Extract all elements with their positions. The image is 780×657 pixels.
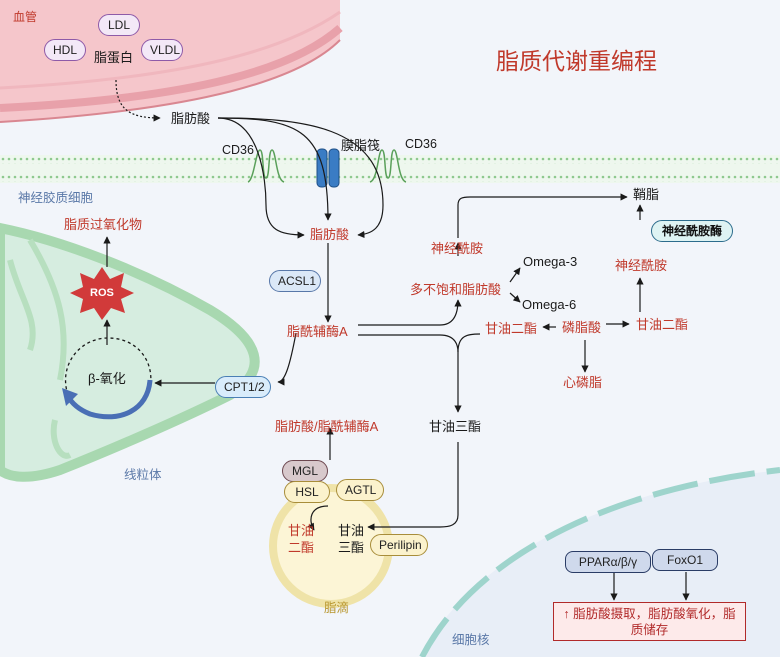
outcome-box: ↑ 脂肪酸摄取，脂肪酸氧化，脂质储存	[553, 602, 746, 641]
droplet-dag: 甘油二酯	[288, 523, 315, 555]
omega3-node: Omega-3	[523, 254, 578, 269]
foxo1-factor: FoxO1	[652, 549, 718, 571]
droplet-dag-1: 甘油二酯	[288, 522, 316, 556]
ceramide-node: 神经酰胺	[615, 258, 668, 273]
acyl-coa: 脂酰辅酶A	[287, 324, 348, 339]
mgl-enzyme: MGL	[282, 460, 328, 482]
glia-label: 神经胶质细胞	[18, 191, 94, 205]
beta-oxidation-cycle	[62, 337, 153, 420]
pathway-arrows	[103, 79, 690, 601]
cd36-left-label: CD36	[222, 143, 254, 157]
lipid-raft-label: 膜脂筏	[341, 138, 381, 153]
fatty-acid-blood: 脂肪酸	[171, 111, 211, 126]
sphingolipid-node: 鞘脂	[633, 187, 660, 202]
ldl-pill: LDL	[98, 14, 140, 36]
cd36-right-shape	[369, 149, 407, 183]
ppar-factor: PPARα/β/γ	[565, 551, 651, 573]
hsl-enzyme: HSL	[284, 481, 330, 503]
pa-node: 磷脂酸	[562, 320, 602, 335]
droplet-tag: 甘油三酯	[338, 523, 365, 555]
fatty-acid-cell: 脂肪酸	[310, 227, 350, 242]
dag-node-2: 甘油二酯	[636, 317, 689, 332]
droplet-tag-1: 甘油三酯	[338, 522, 366, 556]
fatty-acid-acyl-coa: 脂肪酸/脂酰辅酶A	[275, 419, 379, 434]
acsl1-enzyme: ACSL1	[269, 270, 321, 292]
mitochondria-label: 线粒体	[124, 468, 162, 482]
agtl-enzyme: AGTL	[336, 479, 384, 501]
beta-oxidation-label: β-氧化	[88, 371, 126, 386]
ros-label: ROS	[90, 287, 114, 299]
lipoprotein-label: 脂蛋白	[94, 50, 134, 65]
cd36-right-label: CD36	[405, 137, 437, 151]
phospholipid-node: 心磷脂	[563, 375, 603, 390]
hdl-pill: HDL	[44, 39, 86, 61]
nucleus-label: 细胞核	[452, 633, 490, 647]
mitochondrion-shape	[0, 222, 260, 482]
vldl-pill: VLDL	[141, 39, 183, 61]
cpt1-enzyme: CPT1/2	[215, 376, 271, 398]
omega6-node: Omega-6	[522, 297, 577, 312]
ros-burst	[70, 267, 134, 320]
cd36-left-shape	[247, 149, 285, 183]
vessel-label: 血管	[13, 10, 38, 24]
blood-vessel	[0, 0, 343, 123]
dag-node-1: 甘油二酯	[485, 321, 538, 336]
lipid-droplet-label: 脂滴	[324, 601, 350, 615]
pufa-node: 多不饱和脂肪酸	[410, 282, 502, 297]
sphingosine-node: 神经酰胺	[431, 241, 484, 256]
diagram-title: 脂质代谢重编程	[496, 48, 657, 74]
tag-node: 甘油三酯	[429, 419, 482, 434]
ceramidase-enzyme: 神经酰胺酶	[651, 220, 733, 242]
lipid-peroxide: 脂质过氧化物	[64, 217, 143, 232]
perilipin-protein: Perilipin	[370, 534, 428, 556]
